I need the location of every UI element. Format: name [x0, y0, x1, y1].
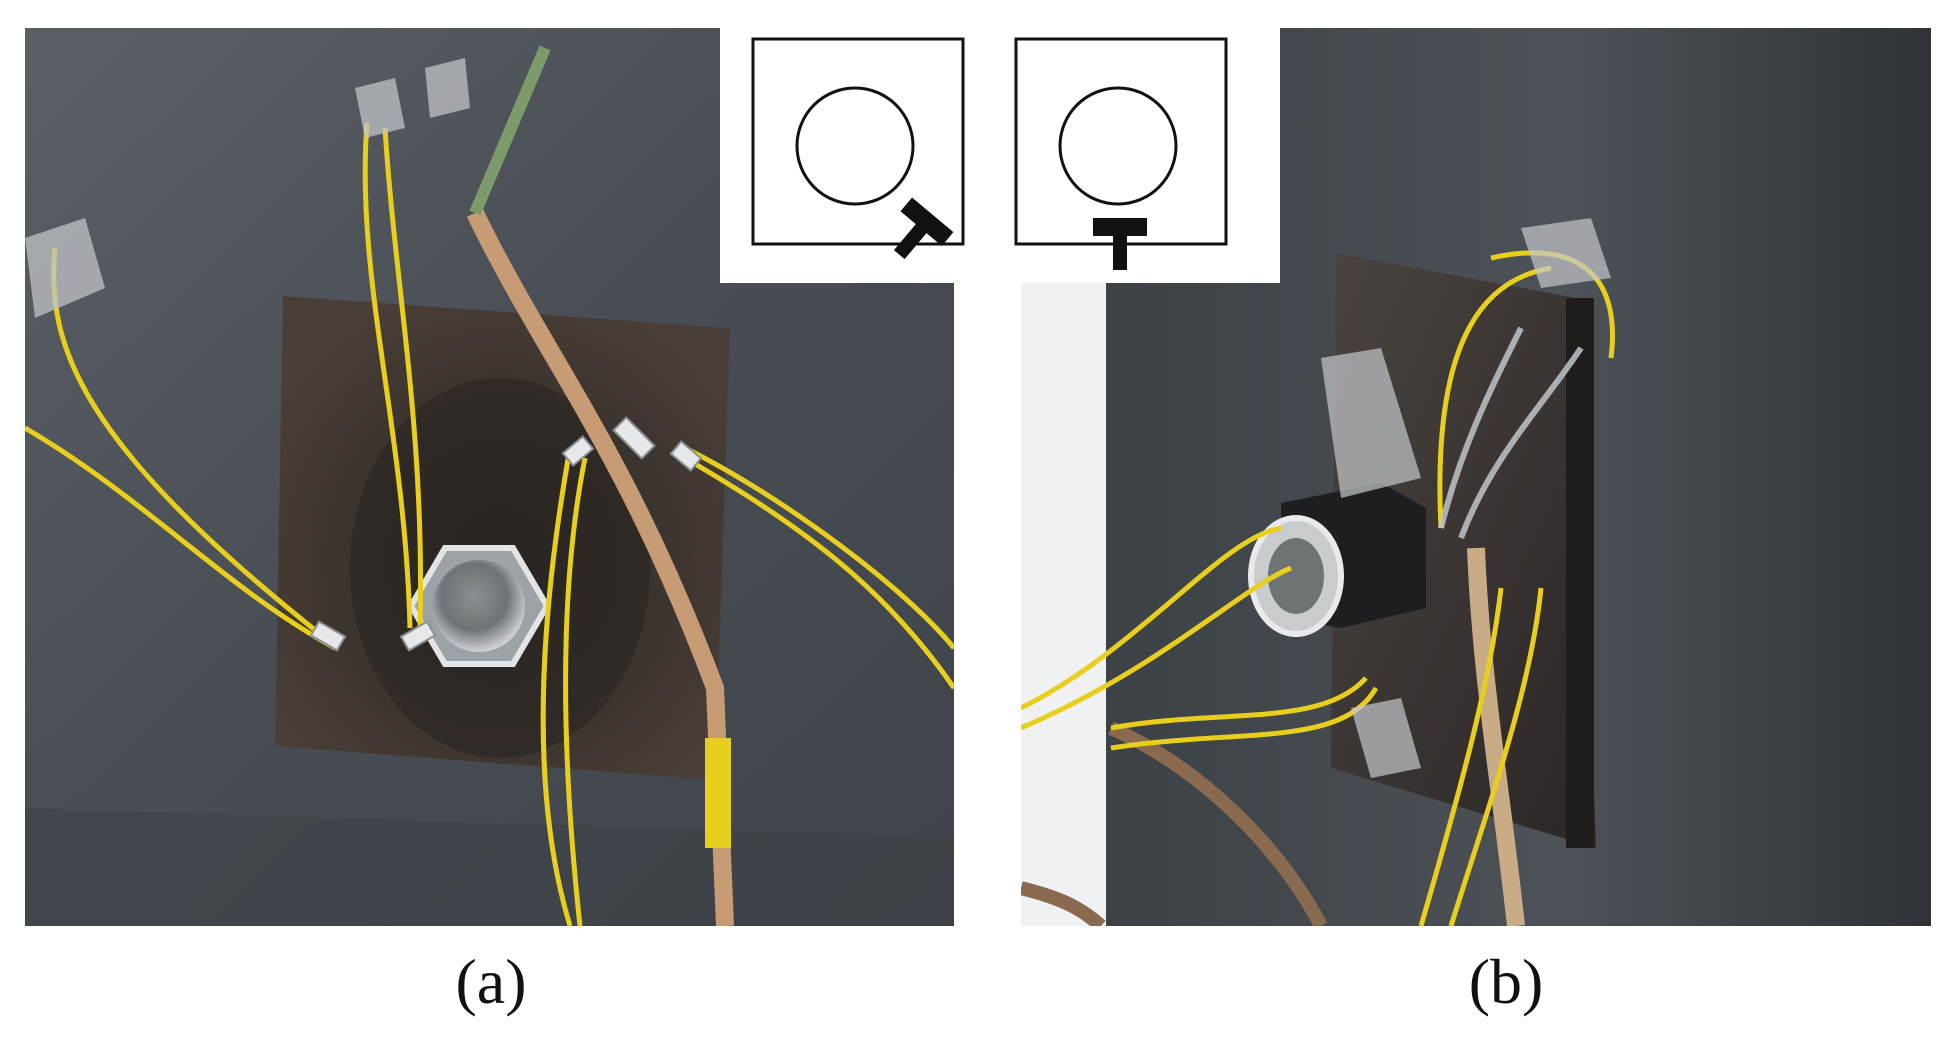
- caption-b: (b): [1468, 946, 1544, 1017]
- sensor-diagonal-mount-icon: [750, 36, 970, 276]
- sensor-face: [433, 560, 525, 652]
- yellow-tape: [705, 738, 731, 848]
- yellow-wires-b: [1021, 250, 1615, 926]
- tan-cable: [466, 209, 734, 926]
- sensor-vertical-mount-icon: [1013, 36, 1233, 276]
- caption-a: (a): [455, 946, 527, 1017]
- tan-cable-b: [1467, 547, 1525, 926]
